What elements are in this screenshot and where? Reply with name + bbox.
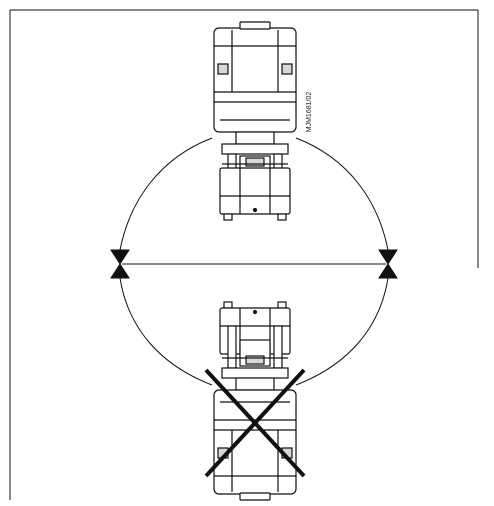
yoke-lower [235,377,275,391]
arc-lower-left [119,277,213,386]
figure-border [9,9,479,500]
drawing-code-label: MJM1681/02 [306,92,313,133]
actuator-upright [213,21,297,221]
valve-symbol-left [110,249,130,279]
arc-upper-left [119,137,213,251]
not-allowed-cross-mark [204,368,306,478]
yoke-upper [235,131,275,145]
arc-upper-right [295,137,389,251]
arc-lower-right [295,277,389,386]
actuator-inverted [213,301,297,501]
motor-housing-lower [213,389,297,495]
valve-symbol-right [378,249,398,279]
motor-housing-upper [213,27,297,133]
valve-body-upper [219,167,291,215]
rotation-arcs [119,137,389,386]
